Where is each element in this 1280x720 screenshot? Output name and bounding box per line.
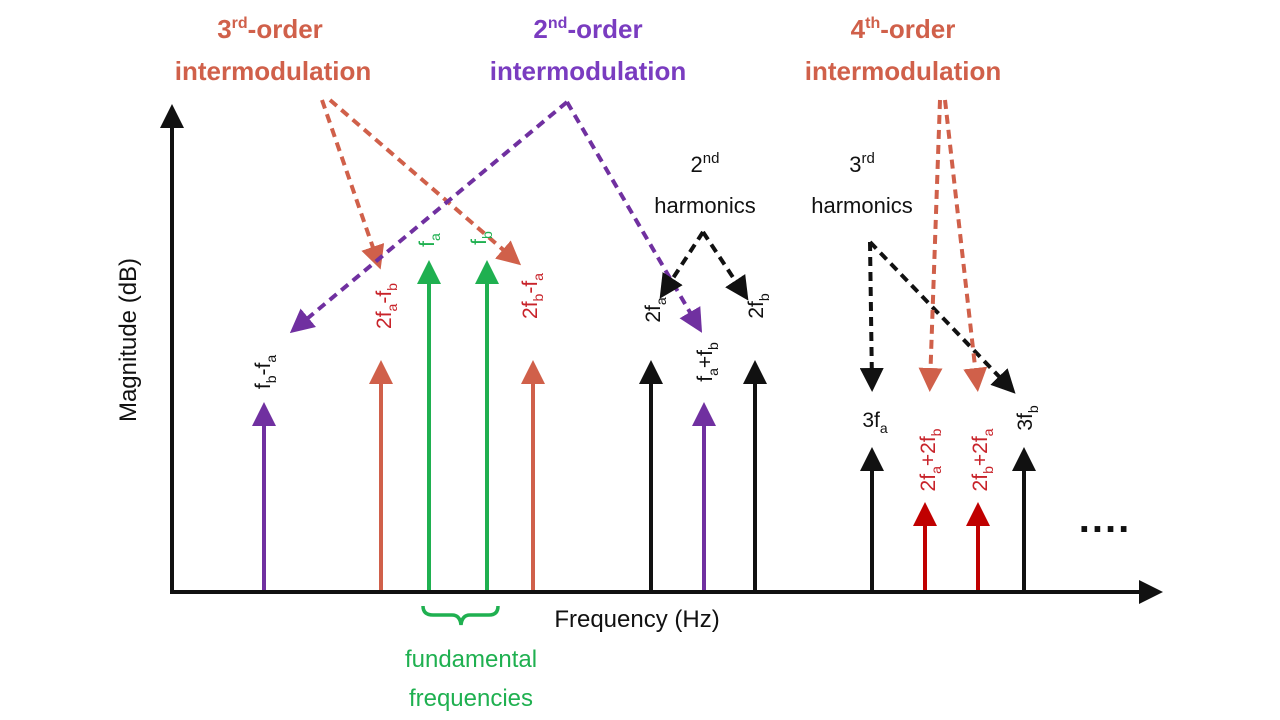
spike-label: 3fa [862,409,888,436]
x-axis-label: Frequency (Hz) [554,606,719,633]
spike-label: 2fb [745,293,772,319]
fundamental-brace [421,605,500,626]
spike-fa+fb: fa+fb [692,342,721,590]
spike-2fa: 2fa [639,297,669,590]
svg-text:intermodulation: intermodulation [175,56,371,86]
spike-2fb-fa: 2fb-fa [519,273,546,590]
spike-label: 2fa-fb [373,283,400,329]
dashed-arrows [289,98,1016,394]
title-3rd-order: 3rd-order intermodulation [175,14,371,86]
spike-2fb: 2fb [743,293,772,590]
svg-text:intermodulation: intermodulation [490,56,686,86]
spike-label: 2fb+2fa [969,428,996,491]
dashed-arrow-harm3-to-3fb [868,240,1016,394]
svg-text:intermodulation: intermodulation [805,56,1001,86]
svg-text:harmonics: harmonics [811,193,912,218]
spike-label: fb [468,231,495,245]
svg-text:harmonics: harmonics [654,193,755,218]
spike-3fa: 3fa [860,409,888,590]
spike-2fa+2fb: 2fa+2fb [913,428,944,590]
dashed-arrow-harm2-to-2fb [701,230,749,301]
dashed-arrow-harm2-to-2fa [659,230,705,299]
svg-text:2nd: 2nd [691,150,720,177]
dashed-arrow-4th-to-2fb+2fa [943,99,988,392]
spike-label: fb-fa [252,355,279,389]
svg-text:4th-order: 4th-order [851,14,956,44]
y-axis-label: Magnitude (dB) [115,258,142,422]
dashed-arrow-harm3-to-3fa [859,241,884,392]
svg-text:2nd-order: 2nd-order [533,14,642,44]
dashed-arrow-3rd-to-2fa-fb [320,99,385,270]
spike-3fb: 3fb [1012,405,1041,590]
spike-2fb+2fa: 2fb+2fa [966,428,996,590]
svg-text:3rd-order: 3rd-order [217,14,323,44]
title-2nd-order: 2nd-order intermodulation [490,14,686,86]
dashed-arrow-4th-to-2fa+2fb [918,99,943,392]
spike-2fa-fb: 2fa-fb [369,283,400,590]
title-4th-order: 4th-order intermodulation [805,14,1001,86]
spectrum-spikes: fb-fa 2fa-fb fa fb 2fb-fa 2fa fa+fb 2fb 3fa 2fa+2… [252,231,1041,590]
spike-label: 3fb [1014,405,1041,431]
label-3rd-harmonics: 3rd harmonics [811,150,912,218]
label-2nd-harmonics: 2nd harmonics [654,150,755,218]
spike-label: 2fa+2fb [917,428,944,491]
svg-text:3rd: 3rd [849,150,875,177]
dashed-arrow-3rd-to-2fb-fa [328,98,522,266]
fundamental-label-line2: frequencies [409,685,533,712]
ellipsis: .... [1079,497,1131,541]
spike-fa: fa [416,233,443,590]
spike-label: fa [416,233,443,247]
spike-fb: fb [468,231,499,590]
spike-label: 2fa [642,297,669,323]
fundamental-label-line1: fundamental [405,646,537,673]
spike-label: fa+fb [694,342,721,382]
spike-label: 2fb-fa [519,273,546,319]
spike-fb-fa: fb-fa [252,355,279,590]
